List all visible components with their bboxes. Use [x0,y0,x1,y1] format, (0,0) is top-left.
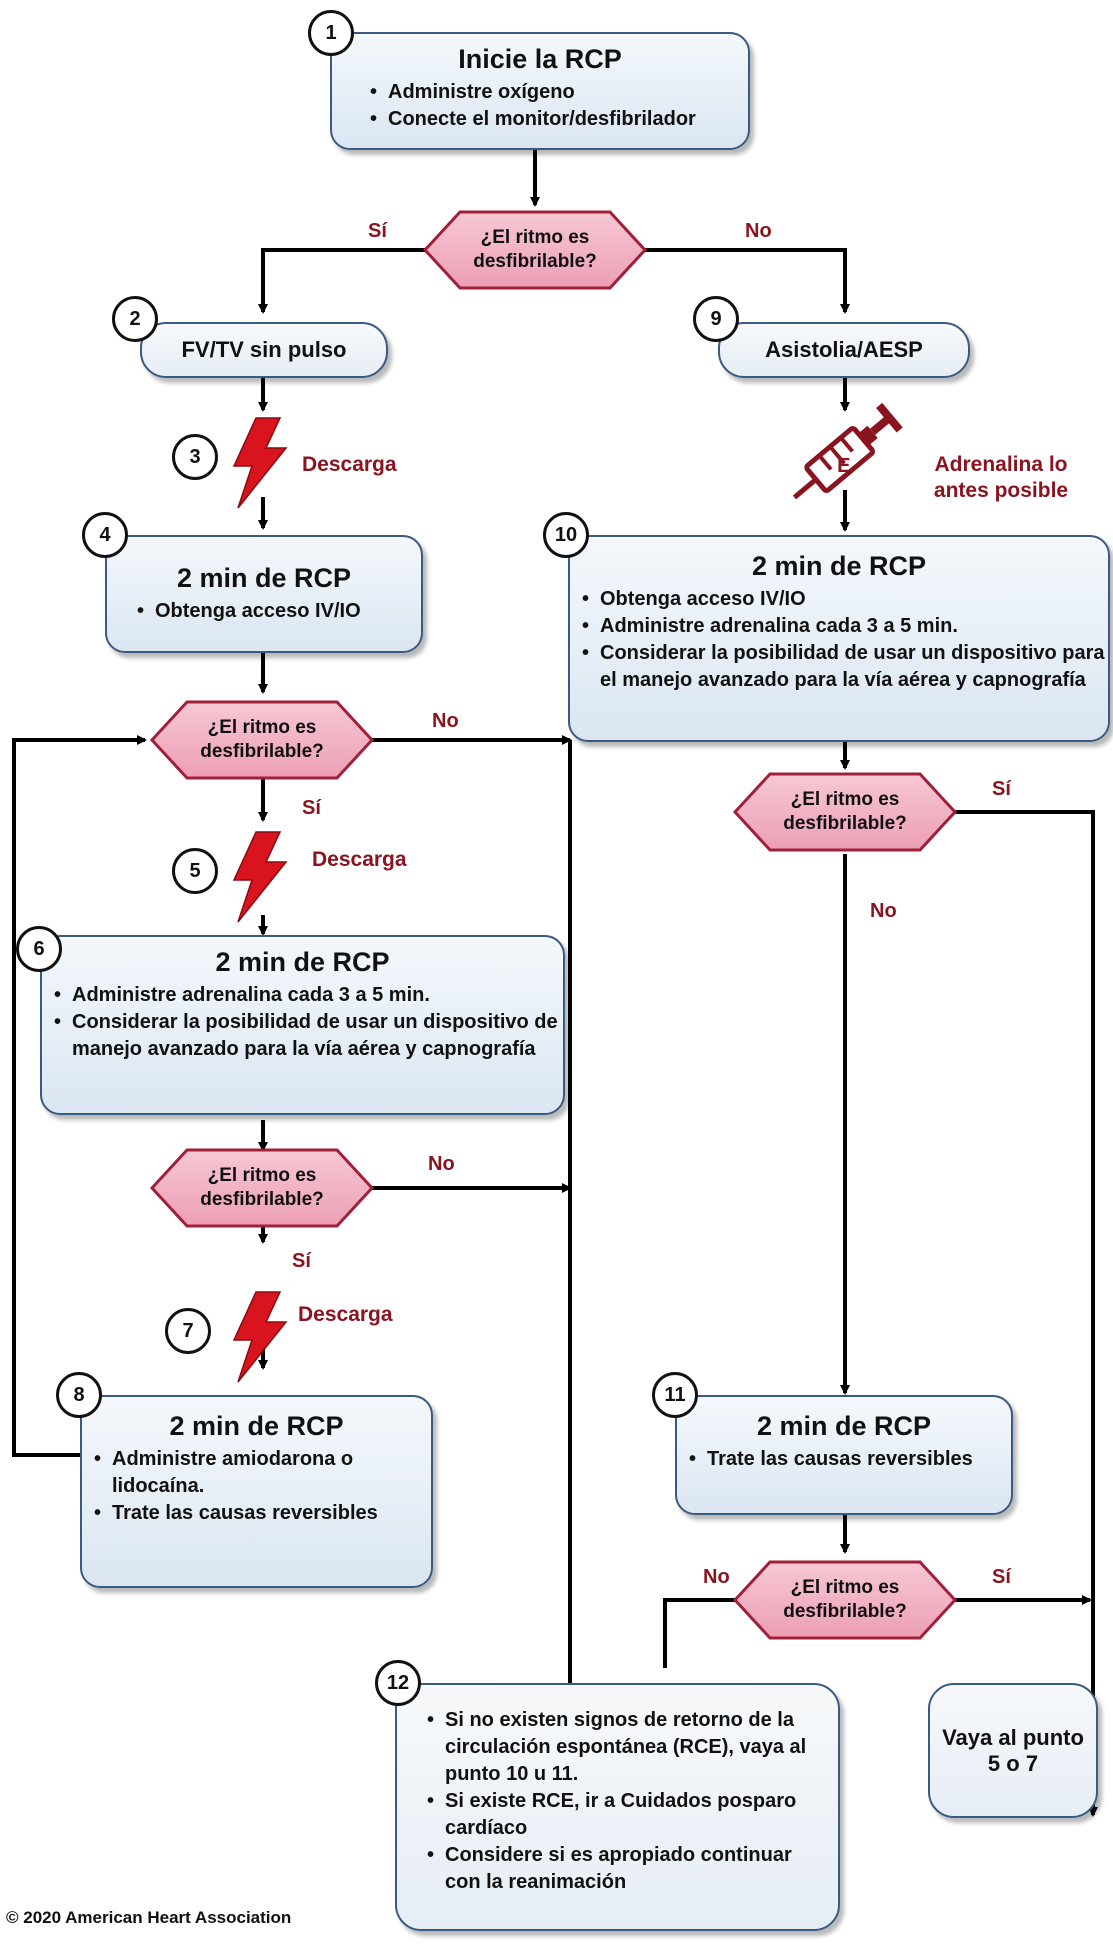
syringe-icon: E [792,402,903,500]
decision-5 [732,1560,958,1640]
step-12-rce: Si no existen signos de retorno de la ci… [395,1683,840,1931]
step-6-cpr: 2 min de RCP Administre adrenalina cada … [40,935,565,1115]
step-1-title: Inicie la RCP [458,44,622,74]
decision-2-yes: Sí [302,797,321,819]
step-number-3: 3 [172,434,218,480]
step-9-asystole-pea: Asistolia/AESP [718,322,970,378]
step-8-item-amiodarone: Administre amiodarona o lidocaína. [94,1446,431,1500]
step-6-title: 2 min de RCP [215,947,390,977]
decision-3-text: ¿El ritmo es desfibrilable? [200,1165,324,1210]
decision-5-no: No [703,1566,730,1588]
step-number-7: 7 [165,1308,211,1354]
step-8-item-causes: Trate las causas reversibles [94,1500,431,1527]
decision-5-yes: Sí [992,1566,1011,1588]
step-12-item-rce: Si existe RCE, ir a Cuidados posparo car… [427,1788,818,1842]
step-2-vf-vt: FV/TV sin pulso [140,322,388,378]
step-8-title: 2 min de RCP [169,1411,344,1441]
step-6-item-airway: Considerar la posibilidad de usar un dis… [54,1009,563,1063]
shock-label-5: Descarga [312,848,407,871]
step-number-11: 11 [652,1372,698,1418]
decision-1 [422,210,648,290]
step-10-item-adrenaline: Administre adrenalina cada 3 a 5 min. [582,613,1108,640]
step-number-6: 6 [16,926,62,972]
decision-4-yes: Sí [992,778,1011,800]
step-11-cpr: 2 min de RCP Trate las causas reversible… [675,1395,1013,1515]
step-12-item-continue: Considere si es apropiado continuar con … [427,1842,818,1896]
decision-3-no: No [428,1153,455,1175]
step-8-cpr: 2 min de RCP Administre amiodarona o lid… [80,1395,433,1588]
step-number-8: 8 [56,1372,102,1418]
step-number-10: 10 [543,512,589,558]
step-1-item-monitor: Conecte el monitor/desfibrilador [370,106,748,133]
decision-3-yes: Sí [292,1250,311,1272]
step-11-title: 2 min de RCP [756,1411,932,1441]
step-number-4: 4 [82,512,128,558]
go-to-label: Vaya al punto 5 o 7 [942,1724,1084,1776]
adrenaline-label: Adrenalina lo antes posible [933,453,1069,502]
decision-4 [732,772,958,852]
step-6-item-adrenaline: Administre adrenalina cada 3 a 5 min. [54,982,563,1009]
step-12-item-no-rce: Si no existen signos de retorno de la ci… [427,1707,818,1788]
step-4-cpr: 2 min de RCP Obtenga acceso IV/IO [105,535,423,653]
step-10-title: 2 min de RCP [751,551,927,581]
step-10-item-airway: Considerar la posibilidad de usar un dis… [582,640,1108,694]
decision-1-no: No [745,220,772,242]
step-number-2: 2 [112,296,158,342]
step-11-item-causes: Trate las causas reversibles [689,1446,1011,1473]
decision-4-text: ¿El ritmo es desfibrilable? [783,789,907,834]
decision-1-text: ¿El ritmo es desfibrilable? [473,227,597,272]
step-10-cpr: 2 min de RCP Obtenga acceso IV/IO Admini… [568,535,1110,742]
step-9-label: Asistolia/AESP [765,337,923,362]
decision-5-text: ¿El ritmo es desfibrilable? [783,1577,907,1622]
copyright-footer: © 2020 American Heart Association [6,1908,292,1927]
decision-3 [149,1148,375,1228]
decision-2-no: No [432,710,459,732]
shock-bolt-icon-3 [232,417,288,509]
decision-2 [149,700,375,780]
decision-2-text: ¿El ritmo es desfibrilable? [200,717,324,762]
step-10-item-access: Obtenga acceso IV/IO [582,586,1108,613]
step-4-item-access: Obtenga acceso IV/IO [137,598,421,625]
shock-bolt-icon-7 [232,1291,288,1383]
svg-text:E: E [837,455,850,477]
step-2-label: FV/TV sin pulso [181,337,347,362]
step-1-start-cpr: Inicie la RCP Administre oxígeno Conecte… [330,32,750,150]
step-number-1: 1 [308,10,354,56]
go-to-step-5-or-7: Vaya al punto 5 o 7 [928,1683,1098,1818]
step-number-12: 12 [375,1660,421,1706]
step-1-item-oxygen: Administre oxígeno [370,79,748,106]
decision-4-no: No [870,900,897,922]
step-number-9: 9 [693,296,739,342]
step-4-title: 2 min de RCP [176,563,352,593]
step-number-5: 5 [172,848,218,894]
decision-1-yes: Sí [368,220,387,242]
shock-label-3: Descarga [302,453,397,476]
shock-label-7: Descarga [298,1303,393,1326]
shock-bolt-icon-5 [232,831,288,923]
